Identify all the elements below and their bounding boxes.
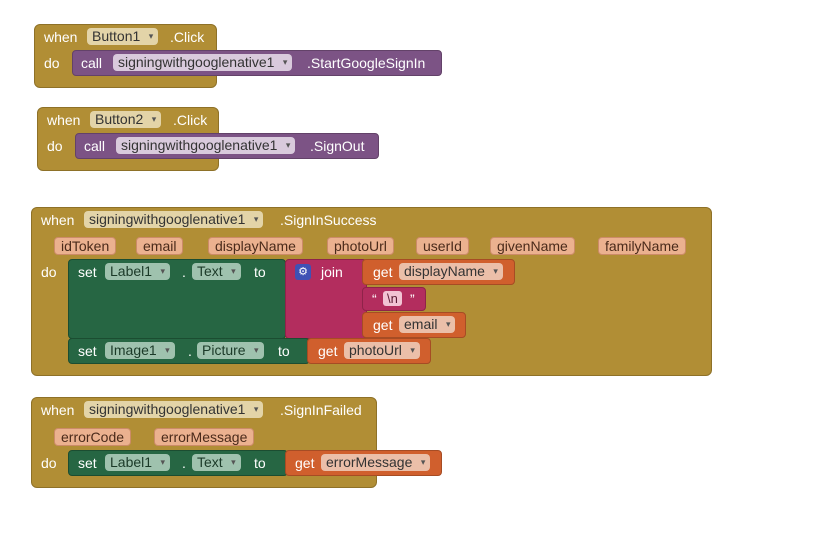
chevron-down-icon: ▾ — [151, 114, 157, 124]
chevron-down-icon: ▾ — [420, 457, 426, 467]
param-errormessage[interactable]: errorMessage — [154, 428, 255, 446]
component-name: signingwithgooglenative1 — [89, 401, 246, 417]
open-quote: “ — [372, 291, 377, 307]
variable-name: email — [404, 316, 438, 332]
event-name: .Click — [170, 29, 205, 45]
set-keyword: set — [78, 343, 97, 359]
param-userid[interactable]: userId — [416, 237, 469, 255]
chevron-down-icon: ▾ — [253, 404, 259, 414]
button1-component-dropdown[interactable]: Button1 ▾ — [87, 28, 159, 45]
component-name: signingwithgooglenative1 — [121, 137, 278, 153]
dot-separator: . — [188, 343, 192, 359]
when-keyword: when — [41, 402, 75, 418]
component-name: signingwithgooglenative1 — [89, 211, 246, 227]
call-keyword: call — [84, 138, 106, 154]
param-givenname[interactable]: givenName — [490, 237, 575, 255]
chevron-down-icon: ▾ — [282, 57, 288, 67]
do-keyword: do — [44, 55, 60, 71]
call-keyword: call — [81, 55, 103, 71]
picture-property-dropdown[interactable]: Picture ▾ — [197, 342, 264, 359]
text-value[interactable]: \n — [383, 291, 402, 306]
variable-dropdown-displayname[interactable]: displayName ▾ — [399, 263, 503, 280]
dot-separator: . — [182, 264, 186, 280]
event-name: .SignInFailed — [280, 402, 362, 418]
param-email[interactable]: email — [136, 237, 184, 255]
image1-component-dropdown[interactable]: Image1 ▾ — [105, 342, 175, 359]
text-property-dropdown[interactable]: Text ▾ — [192, 263, 241, 280]
variable-name: photoUrl — [349, 342, 402, 358]
gear-icon[interactable]: ⚙ — [295, 264, 311, 280]
chevron-down-icon: ▾ — [410, 345, 415, 355]
signin-component-dropdown[interactable]: signingwithgooglenative1 ▾ — [84, 211, 264, 228]
set-keyword: set — [78, 455, 97, 471]
get-keyword: get — [373, 264, 393, 280]
param-photourl[interactable]: photoUrl — [327, 237, 394, 255]
when-keyword: when — [41, 212, 75, 228]
method-name: .SignOut — [310, 138, 365, 154]
chevron-down-icon: ▾ — [160, 457, 166, 467]
component-name: Button1 — [92, 28, 141, 44]
do-keyword: do — [41, 264, 57, 280]
method-name: .StartGoogleSignIn — [307, 55, 426, 71]
chevron-down-icon: ▾ — [445, 319, 451, 329]
param-familyname[interactable]: familyName — [598, 237, 686, 255]
to-keyword: to — [254, 455, 266, 471]
get-keyword: get — [295, 455, 315, 471]
chevron-down-icon: ▾ — [285, 140, 291, 150]
property-name: Picture — [202, 342, 246, 358]
param-errorcode[interactable]: errorCode — [54, 428, 132, 446]
variable-dropdown-email[interactable]: email ▾ — [399, 316, 456, 333]
chevron-down-icon: ▾ — [253, 214, 259, 224]
chevron-down-icon: ▾ — [165, 345, 170, 355]
set-block-label1-text[interactable] — [68, 259, 286, 339]
variable-dropdown-errormessage[interactable]: errorMessage ▾ — [321, 454, 431, 471]
do-keyword: do — [47, 138, 63, 154]
text-property-dropdown[interactable]: Text ▾ — [192, 454, 241, 471]
component-name: Button2 — [95, 111, 144, 127]
param-idtoken[interactable]: idToken — [54, 237, 117, 255]
chevron-down-icon: ▾ — [493, 266, 498, 276]
dot-separator: . — [182, 455, 186, 471]
get-keyword: get — [373, 317, 393, 333]
variable-name: errorMessage — [326, 454, 413, 470]
event-name: .Click — [173, 112, 208, 128]
chevron-down-icon: ▾ — [148, 31, 154, 41]
signin-component-dropdown[interactable]: signingwithgooglenative1 ▾ — [116, 137, 296, 154]
set-block-label1-text-failed[interactable] — [68, 450, 288, 476]
variable-dropdown-photourl[interactable]: photoUrl ▾ — [344, 342, 420, 359]
get-keyword: get — [318, 343, 338, 359]
component-name: Image1 — [110, 342, 157, 358]
chevron-down-icon: ▾ — [231, 266, 236, 276]
set-keyword: set — [78, 264, 97, 280]
signin-component-dropdown[interactable]: signingwithgooglenative1 ▾ — [113, 54, 293, 71]
property-name: Text — [197, 263, 223, 279]
chevron-down-icon: ▾ — [160, 266, 166, 276]
param-displayname[interactable]: displayName — [208, 237, 303, 255]
label1-component-dropdown[interactable]: Label1 ▾ — [105, 454, 171, 471]
chevron-down-icon: ▾ — [254, 345, 259, 355]
button2-component-dropdown[interactable]: Button2 ▾ — [90, 111, 162, 128]
component-name: signingwithgooglenative1 — [118, 54, 275, 70]
join-keyword: join — [321, 264, 343, 280]
property-name: Text — [197, 454, 223, 470]
label1-component-dropdown[interactable]: Label1 ▾ — [105, 263, 171, 280]
component-name: Label1 — [110, 263, 153, 279]
close-quote: ” — [410, 291, 415, 307]
chevron-down-icon: ▾ — [231, 457, 236, 467]
do-keyword: do — [41, 455, 57, 471]
when-keyword: when — [44, 29, 78, 45]
variable-name: displayName — [404, 263, 485, 279]
when-keyword: when — [47, 112, 81, 128]
to-keyword: to — [278, 343, 290, 359]
event-name: .SignInSuccess — [280, 212, 377, 228]
signin-component-dropdown[interactable]: signingwithgooglenative1 ▾ — [84, 401, 264, 418]
component-name: Label1 — [110, 454, 153, 470]
to-keyword: to — [254, 264, 266, 280]
